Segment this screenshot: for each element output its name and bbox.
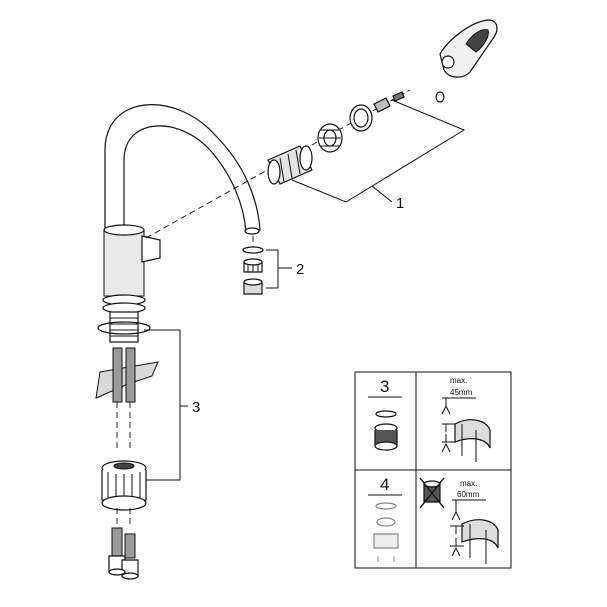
callout-1-bracket: 1 [291, 99, 466, 212]
callout-3-bracket: 3 [144, 329, 200, 481]
braided-hoses [112, 347, 136, 450]
hose-connectors [108, 508, 139, 580]
callout-1-label: 1 [396, 195, 404, 212]
threaded-ring [317, 123, 343, 153]
washer-icon [375, 502, 397, 510]
thickness-60mm-diagram [450, 499, 499, 564]
thickness-45mm-diagram [441, 397, 491, 462]
clamp-plate-icon [373, 533, 399, 562]
table-row2-max-label: max. [460, 479, 477, 488]
screw-parts [373, 91, 445, 113]
table-row2-max-value: 60mm [457, 490, 480, 499]
ring-icon [376, 517, 396, 527]
ring-nut-icon [374, 423, 398, 451]
lever-handle [439, 19, 498, 78]
callout-3-label: 3 [192, 399, 200, 416]
table-row1-number: 3 [380, 377, 389, 396]
table-row1-max-label: max. [450, 376, 467, 385]
mounting-nut [101, 460, 147, 511]
aerator-parts: 2 [242, 236, 304, 295]
callout-2-label: 2 [296, 261, 304, 278]
cover-ring [349, 104, 373, 132]
table-row1-max-value: 45mm [450, 388, 473, 397]
faucet-body [97, 104, 261, 343]
cartridge [267, 145, 313, 185]
installation-table: 3 max. 45mm 4 [354, 371, 512, 569]
table-row2-number: 4 [380, 475, 389, 494]
o-ring-icon [375, 410, 397, 418]
no-ring-nut-icon [419, 477, 445, 509]
